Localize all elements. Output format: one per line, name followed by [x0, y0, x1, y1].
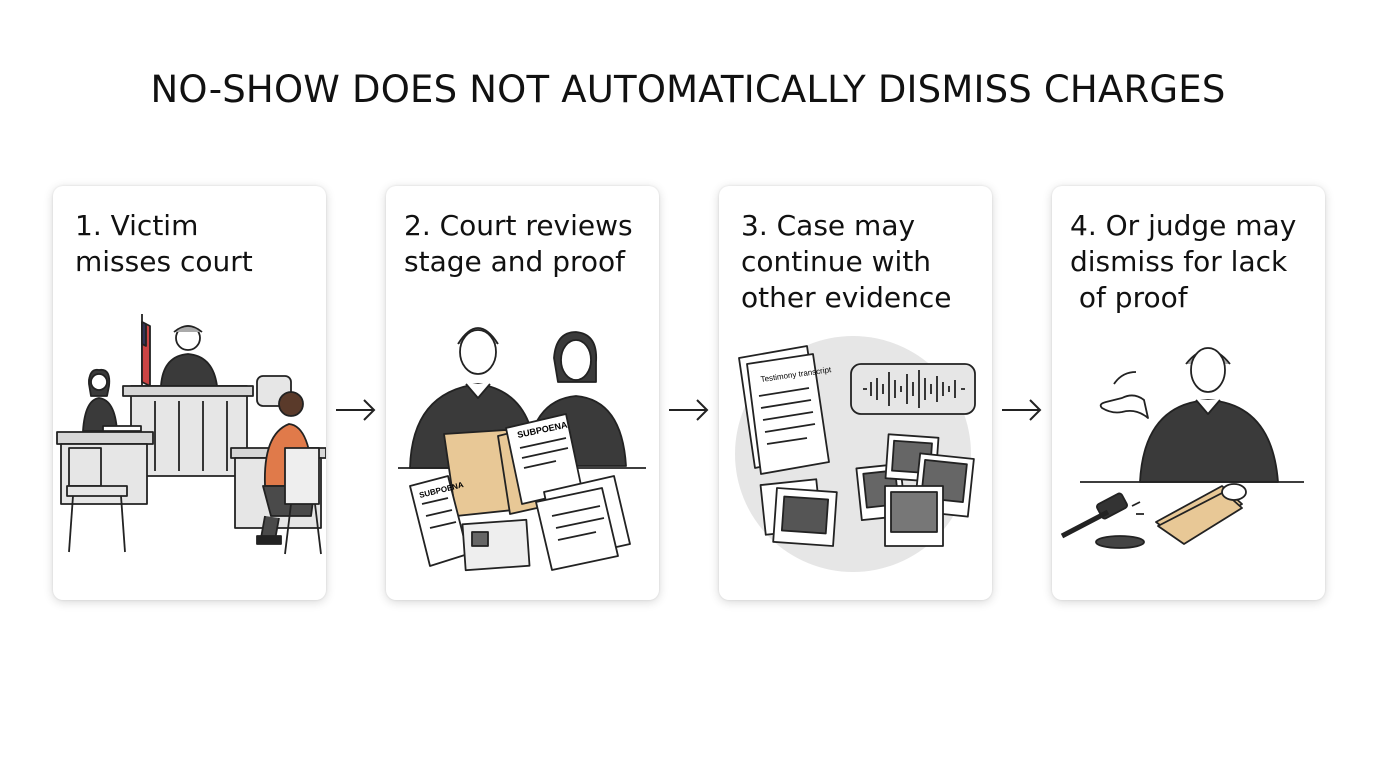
- judge-head-icon: [1190, 347, 1226, 393]
- judge-dismiss-illustration: [1060, 347, 1304, 549]
- judges-review-illustration: SUBPOENA SUBPOENA: [398, 327, 646, 572]
- step-2-label: 2. Court reviews stage and proof: [404, 208, 649, 280]
- arrow-right-icon: [669, 399, 709, 421]
- arrow-right-icon: [336, 399, 376, 421]
- step-4-line-2: dismiss for lack: [1070, 245, 1288, 278]
- arrow-right-icon: [1002, 399, 1042, 421]
- step-card-2: 2. Court reviews stage and proof: [386, 186, 659, 600]
- step-card-4: 4. Or judge may dismiss for lack of proo…: [1052, 186, 1325, 600]
- step-4-label: 4. Or judge may dismiss for lack of proo…: [1070, 208, 1315, 316]
- step-1-line-2: misses court: [75, 245, 253, 278]
- step-2-line-2: stage and proof: [404, 245, 625, 278]
- step-4-line-3: of proof: [1070, 281, 1188, 314]
- step-4-line-1: 4. Or judge may: [1070, 209, 1297, 242]
- judge-bench: [130, 385, 248, 477]
- step-2-line-1: 2. Court reviews: [404, 209, 633, 242]
- judge-head-icon: [459, 329, 497, 375]
- step-3-line-2: continue with: [741, 245, 932, 278]
- step-3-line-1: 3. Case may: [741, 209, 916, 242]
- step-3-label: 3. Case may continue with other evidence: [741, 208, 982, 316]
- evidence-illustration: Testimony transcript: [735, 336, 976, 572]
- courtroom-illustration: [56, 314, 326, 555]
- step-card-1: 1. Victim misses court: [53, 186, 326, 600]
- page-title: NO-SHOW DOES NOT AUTOMATICALLY DISMISS C…: [150, 68, 1226, 111]
- step-card-3: 3. Case may continue with other evidence: [719, 186, 992, 600]
- step-3-line-3: other evidence: [741, 281, 952, 314]
- step-1-line-1: 1. Victim: [75, 209, 199, 242]
- step-1-label: 1. Victim misses court: [75, 208, 316, 280]
